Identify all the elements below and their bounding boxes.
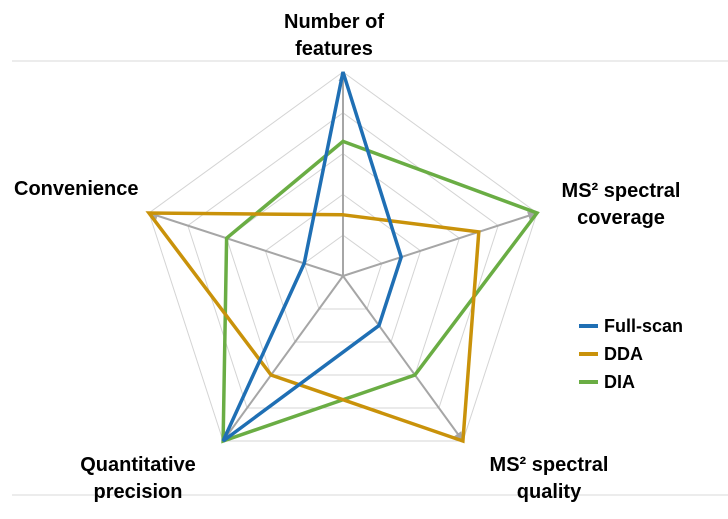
spoke-3 [342, 275, 464, 442]
grid-ring-4 [187, 112, 499, 409]
grid-ring-1 [303, 234, 383, 310]
spoke-2 [342, 212, 538, 277]
series-layer [145, 71, 540, 444]
series-dda-line [145, 211, 481, 444]
spoke-4 [222, 275, 344, 442]
frame-lines [12, 60, 728, 496]
legend-label-full-scan: Full-scan [604, 316, 683, 336]
radar-grid [148, 71, 538, 442]
spoke-5 [148, 212, 344, 277]
grid-ring-5 [148, 71, 538, 442]
series-full-scan-line [221, 71, 404, 443]
axis-label-5: Convenience [14, 178, 138, 200]
legend-label-dda: DDA [604, 344, 643, 364]
grid-ring-2 [264, 193, 422, 343]
legend-label-dia: DIA [604, 372, 635, 392]
radar-spokes [148, 72, 538, 442]
series-dia-line [221, 139, 540, 444]
